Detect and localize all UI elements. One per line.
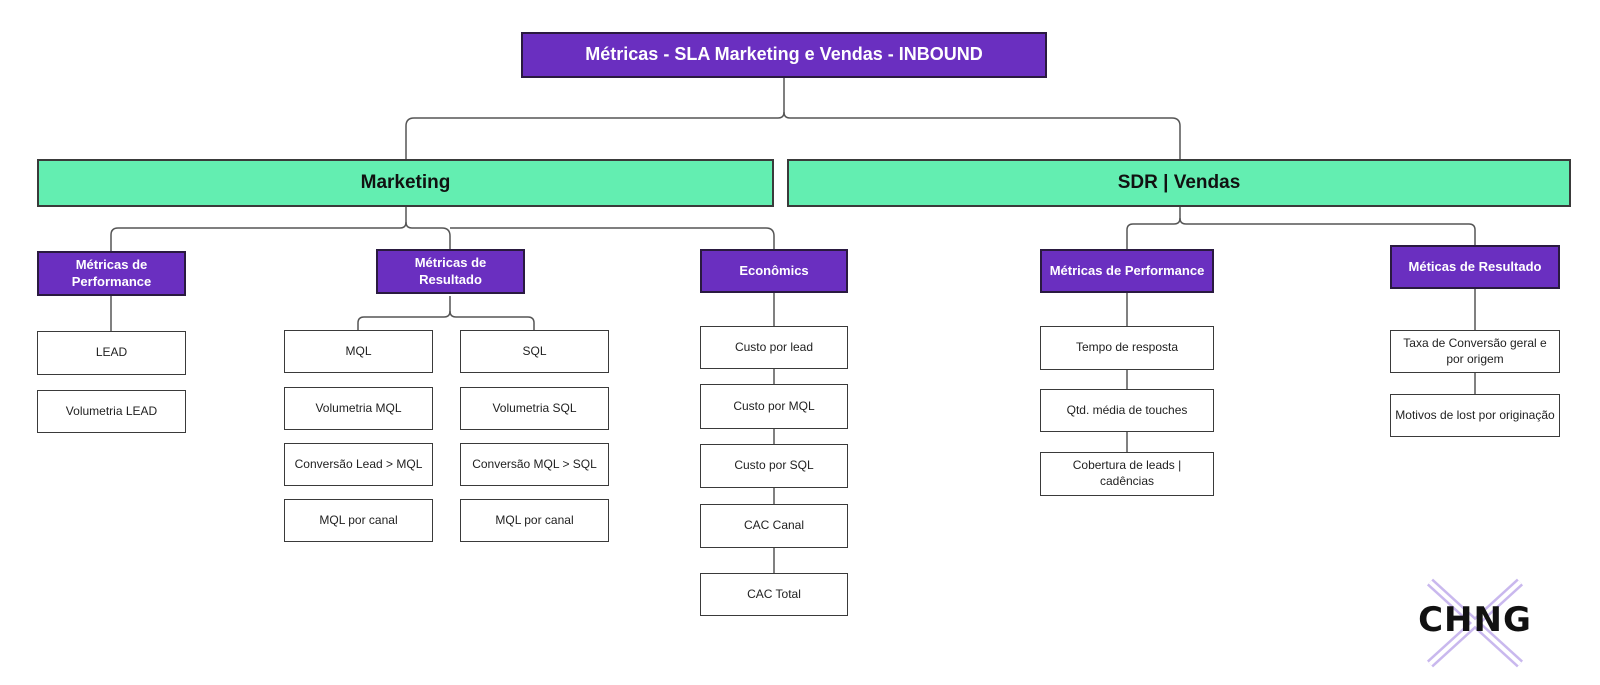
leaf-conversao-lead-mql: Conversão Lead > MQL [284,443,433,486]
leaf-cac-canal: CAC Canal [700,504,848,548]
section-marketing: Marketing [37,159,774,207]
leaf-custo-por-lead: Custo por lead [700,326,848,369]
chng-logo: CHNG [1410,578,1540,668]
leaf-sql-mql-por-canal: MQL por canal [460,499,609,542]
leaf-sql: SQL [460,330,609,373]
leaf-volumetria-mql: Volumetria MQL [284,387,433,430]
leaf-qtd-media-touches: Qtd. média de touches [1040,389,1214,432]
leaf-mql: MQL [284,330,433,373]
category-marketing-resultado: Métricas de Resultado [376,249,525,294]
category-sdr-performance: Métricas de Performance [1040,249,1214,293]
diagram-title: Métricas - SLA Marketing e Vendas - INBO… [521,32,1047,78]
leaf-motivos-lost: Motivos de lost por originação [1390,394,1560,437]
logo-text: CHNG [1418,600,1532,640]
leaf-conversao-mql-sql: Conversão MQL > SQL [460,443,609,486]
leaf-volumetria-sql: Volumetria SQL [460,387,609,430]
section-sdr-vendas: SDR | Vendas [787,159,1571,207]
leaf-cac-total: CAC Total [700,573,848,616]
category-marketing-performance: Métricas de Performance [37,251,186,296]
leaf-tempo-de-resposta: Tempo de resposta [1040,326,1214,370]
leaf-custo-por-mql: Custo por MQL [700,384,848,429]
leaf-lead: LEAD [37,331,186,375]
category-economics: Econômics [700,249,848,293]
category-sdr-resultado: Méticas de Resultado [1390,245,1560,289]
leaf-custo-por-sql: Custo por SQL [700,444,848,488]
leaf-volumetria-lead: Volumetria LEAD [37,390,186,433]
logo-x-mark [1426,578,1524,668]
leaf-mql-por-canal: MQL por canal [284,499,433,542]
leaf-cobertura-leads: Cobertura de leads | cadências [1040,452,1214,496]
leaf-taxa-conversao: Taxa de Conversão geral e por origem [1390,330,1560,373]
